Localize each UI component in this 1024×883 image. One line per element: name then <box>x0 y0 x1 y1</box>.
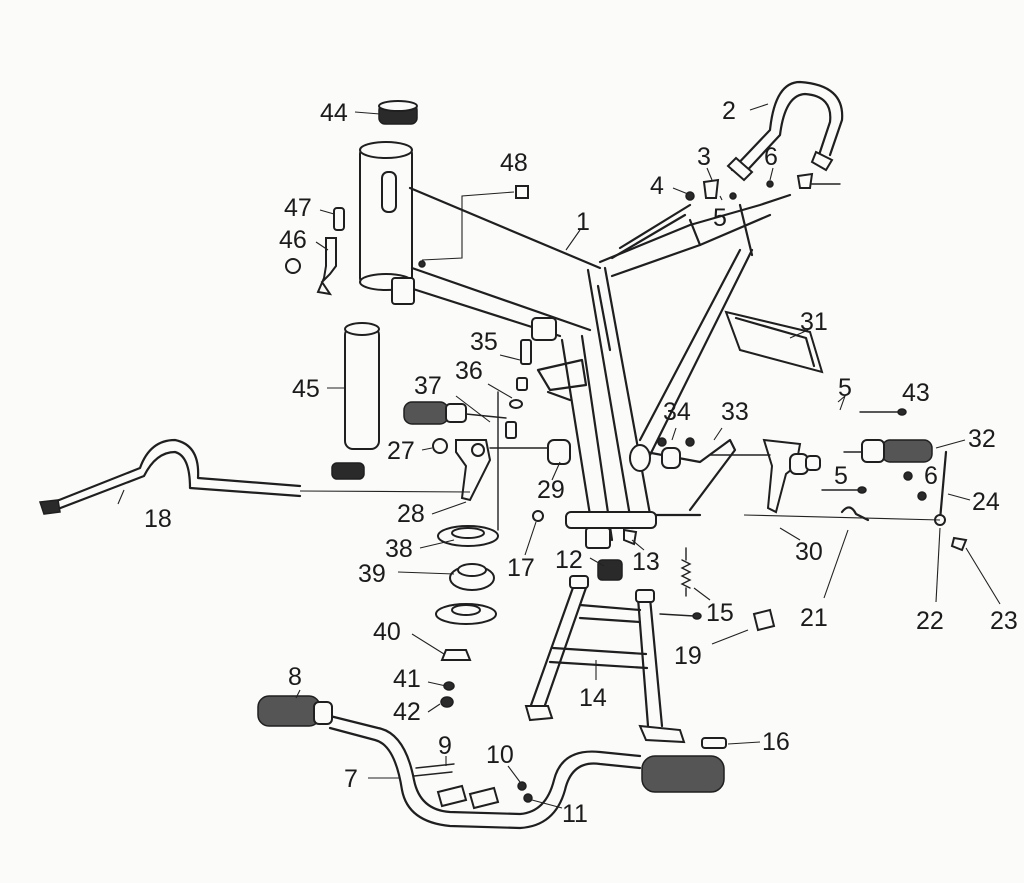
bearing-stack <box>435 510 544 708</box>
label-48: 48 <box>500 149 528 177</box>
label-11: 11 <box>562 800 588 828</box>
kickstand-bar <box>38 438 471 515</box>
label-45: 45 <box>292 375 320 403</box>
label-32: 32 <box>968 425 996 453</box>
label-21: 21 <box>800 604 828 632</box>
label-38: 38 <box>385 535 413 563</box>
grab-rail <box>726 80 844 182</box>
label-3: 3 <box>697 143 711 171</box>
label-31: 31 <box>800 308 828 336</box>
label-13: 13 <box>632 548 660 576</box>
right-footpeg-assembly <box>657 310 968 552</box>
label-14: 14 <box>579 684 607 712</box>
label-43: 43 <box>902 379 930 407</box>
label-40: 40 <box>373 618 401 646</box>
label-22: 22 <box>916 607 944 635</box>
label-27: 27 <box>387 437 415 465</box>
label-37: 37 <box>414 372 442 400</box>
part-labels: 44 2 3 6 48 4 5 47 1 46 31 35 36 45 5 43… <box>144 97 1018 828</box>
label-41: 41 <box>393 665 421 693</box>
leader-lines <box>117 103 1001 809</box>
label-10: 10 <box>486 741 514 769</box>
label-12: 12 <box>555 546 583 574</box>
stand-springs <box>659 547 776 632</box>
left-footpeg-bracket <box>432 438 571 502</box>
label-9: 9 <box>438 732 452 760</box>
label-6-right: 6 <box>924 462 938 490</box>
label-5-mid: 5 <box>838 374 852 402</box>
handlebar <box>257 695 725 830</box>
label-30: 30 <box>795 538 823 566</box>
label-42: 42 <box>393 698 421 726</box>
label-8: 8 <box>288 663 302 691</box>
label-39: 39 <box>358 560 386 588</box>
label-46: 46 <box>279 226 307 254</box>
center-stand <box>524 528 727 749</box>
label-7: 7 <box>344 765 358 793</box>
label-24: 24 <box>972 488 1000 516</box>
main-frame <box>359 141 792 549</box>
label-2: 2 <box>722 97 736 125</box>
label-5-right: 5 <box>834 462 848 490</box>
label-35: 35 <box>470 328 498 356</box>
label-28: 28 <box>397 500 425 528</box>
label-23: 23 <box>990 607 1018 635</box>
label-15: 15 <box>706 599 734 627</box>
label-4: 4 <box>650 172 664 200</box>
stem-parts <box>403 339 532 531</box>
label-17: 17 <box>507 554 535 582</box>
label-16: 16 <box>762 728 790 756</box>
label-19: 19 <box>674 642 702 670</box>
fork-tube <box>331 100 418 480</box>
label-5-top: 5 <box>713 204 727 232</box>
label-47: 47 <box>284 194 312 222</box>
label-36: 36 <box>455 357 483 385</box>
label-34: 34 <box>663 398 691 426</box>
label-6-top: 6 <box>764 143 778 171</box>
label-33: 33 <box>721 398 749 426</box>
label-29: 29 <box>537 476 565 504</box>
label-18: 18 <box>144 505 172 533</box>
label-1: 1 <box>576 208 590 236</box>
label-44: 44 <box>320 99 348 127</box>
